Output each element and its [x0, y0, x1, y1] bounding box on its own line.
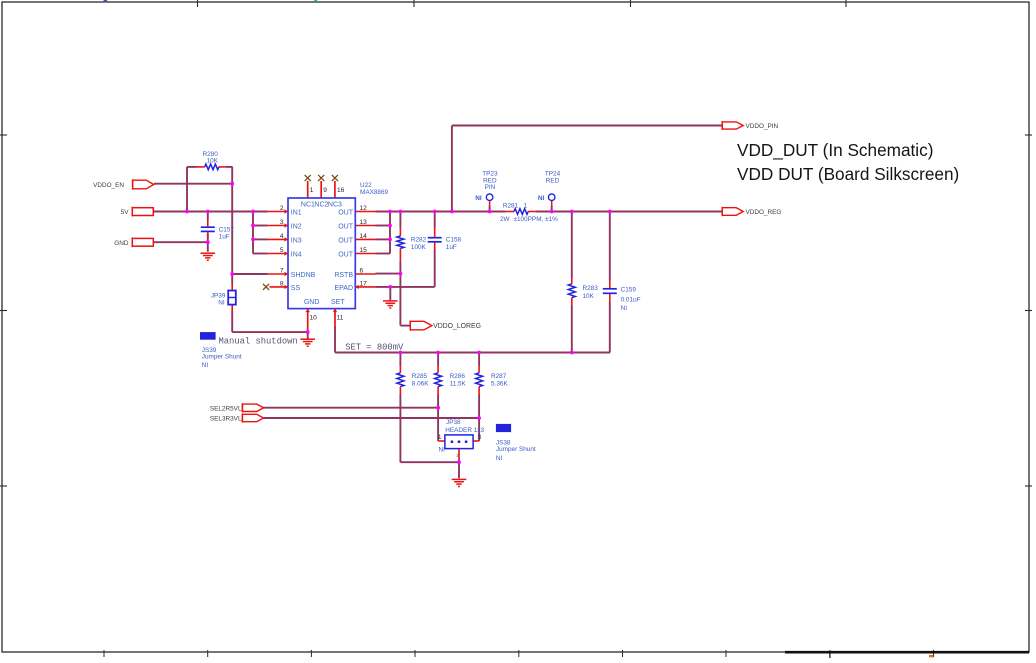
svg-text:5: 5	[280, 247, 284, 254]
svg-text:R283: R283	[583, 285, 599, 292]
svg-text:C159: C159	[621, 286, 637, 293]
svg-text:8.06K: 8.06K	[412, 381, 429, 388]
svg-text:11: 11	[337, 315, 344, 322]
svg-text:RED: RED	[546, 177, 560, 184]
svg-text:VDDO_LOREG: VDDO_LOREG	[433, 323, 481, 330]
svg-text:2W: 2W	[500, 216, 511, 223]
svg-text:SS: SS	[291, 285, 301, 292]
svg-text:RSTB: RSTB	[334, 272, 353, 279]
svg-text:U22: U22	[360, 182, 372, 189]
svg-text:OUT: OUT	[338, 252, 354, 259]
svg-text:8: 8	[280, 280, 284, 287]
svg-text:12: 12	[360, 205, 368, 212]
svg-text:4: 4	[280, 233, 284, 240]
svg-text:Manual shutdown: Manual shutdown	[219, 336, 298, 346]
svg-text:GND: GND	[114, 240, 129, 247]
svg-text:NI: NI	[202, 362, 209, 369]
svg-text:Jumper Shunt: Jumper Shunt	[496, 446, 536, 453]
svg-text:JP39: JP39	[211, 293, 226, 300]
svg-text:NC2: NC2	[314, 202, 328, 209]
svg-text:OUT: OUT	[338, 224, 354, 231]
svg-text:NI: NI	[621, 305, 628, 312]
svg-text:R281: R281	[503, 202, 519, 209]
svg-text:13: 13	[360, 219, 368, 226]
svg-text:NC1: NC1	[301, 202, 315, 209]
svg-text:PIN: PIN	[485, 184, 496, 191]
svg-text:10: 10	[310, 315, 318, 322]
svg-text:HEADER 1x3: HEADER 1x3	[445, 427, 484, 434]
svg-text:TP24: TP24	[545, 170, 561, 177]
svg-text:1: 1	[524, 202, 528, 209]
svg-text:JS39: JS39	[202, 347, 217, 354]
svg-text:R285: R285	[412, 373, 428, 380]
svg-text:JP38: JP38	[446, 419, 461, 426]
svg-text:100K: 100K	[411, 244, 427, 251]
svg-text:VDDO_REG: VDDO_REG	[746, 209, 782, 216]
svg-text:EPAD: EPAD	[334, 285, 353, 292]
svg-text:MAX8869: MAX8869	[360, 189, 389, 196]
svg-text:TP23: TP23	[482, 170, 498, 177]
svg-text:2: 2	[280, 205, 284, 212]
svg-text:11.5K: 11.5K	[450, 381, 467, 388]
svg-text:N: N	[456, 454, 461, 457]
svg-text:C157: C157	[219, 226, 235, 233]
svg-text:RED: RED	[483, 177, 497, 184]
svg-text:5V: 5V	[121, 209, 130, 216]
svg-text:10K: 10K	[207, 158, 219, 165]
svg-text:NI: NI	[475, 195, 482, 202]
svg-text:SEL3R3VL: SEL3R3VL	[210, 416, 242, 423]
svg-text:1uF: 1uF	[219, 234, 230, 241]
svg-text:1uF: 1uF	[446, 244, 457, 251]
svg-text:JS38: JS38	[496, 439, 511, 446]
svg-text:1: 1	[310, 187, 314, 194]
svg-text:14: 14	[360, 233, 368, 240]
svg-text:3: 3	[478, 434, 482, 441]
svg-text:6: 6	[360, 267, 364, 274]
svg-text:SHDNB: SHDNB	[291, 272, 316, 279]
svg-text:VDDO_PIN: VDDO_PIN	[746, 123, 779, 130]
svg-text:17: 17	[360, 280, 368, 287]
svg-text:NI: NI	[538, 195, 545, 202]
svg-text:3: 3	[280, 219, 284, 226]
svg-text:IN2: IN2	[291, 224, 302, 231]
svg-text:NC3: NC3	[328, 202, 342, 209]
svg-text:SET = 800mV: SET = 800mV	[345, 342, 404, 352]
svg-text:VDDO_EN: VDDO_EN	[93, 182, 124, 189]
svg-text:0.01uF: 0.01uF	[621, 297, 641, 304]
svg-text:Jumper Shunt: Jumper Shunt	[202, 354, 242, 361]
svg-text:SET: SET	[331, 299, 345, 306]
svg-text:VDD DUT (Board Silkscreen): VDD DUT (Board Silkscreen)	[737, 164, 959, 184]
svg-text:GND: GND	[304, 299, 320, 306]
svg-text:NI: NI	[496, 455, 503, 462]
svg-text:R286: R286	[450, 373, 466, 380]
svg-text:VDD_DUT (In Schematic): VDD_DUT (In Schematic)	[737, 140, 933, 160]
svg-text:OUT: OUT	[338, 210, 354, 217]
svg-text:R282: R282	[411, 237, 427, 244]
svg-text:9: 9	[323, 187, 327, 194]
svg-text:NI: NI	[218, 300, 225, 307]
svg-text:IN3: IN3	[291, 238, 302, 245]
svg-text:IN1: IN1	[291, 210, 302, 217]
svg-text:IN4: IN4	[291, 252, 302, 259]
svg-text:SEL2R5VL: SEL2R5VL	[210, 405, 242, 412]
svg-text:7: 7	[280, 267, 284, 274]
svg-text:±100PPM, ±1%: ±100PPM, ±1%	[514, 216, 559, 223]
svg-text:NI: NI	[439, 446, 446, 453]
svg-text:OUT: OUT	[338, 238, 354, 245]
svg-text:15: 15	[360, 247, 368, 254]
svg-text:R280: R280	[203, 151, 219, 158]
svg-text:R287: R287	[491, 373, 507, 380]
svg-text:16: 16	[337, 187, 345, 194]
svg-text:10K: 10K	[583, 293, 595, 300]
svg-text:C158: C158	[446, 237, 462, 244]
svg-text:5.36K: 5.36K	[491, 381, 508, 388]
svg-text:1: 1	[438, 434, 442, 441]
